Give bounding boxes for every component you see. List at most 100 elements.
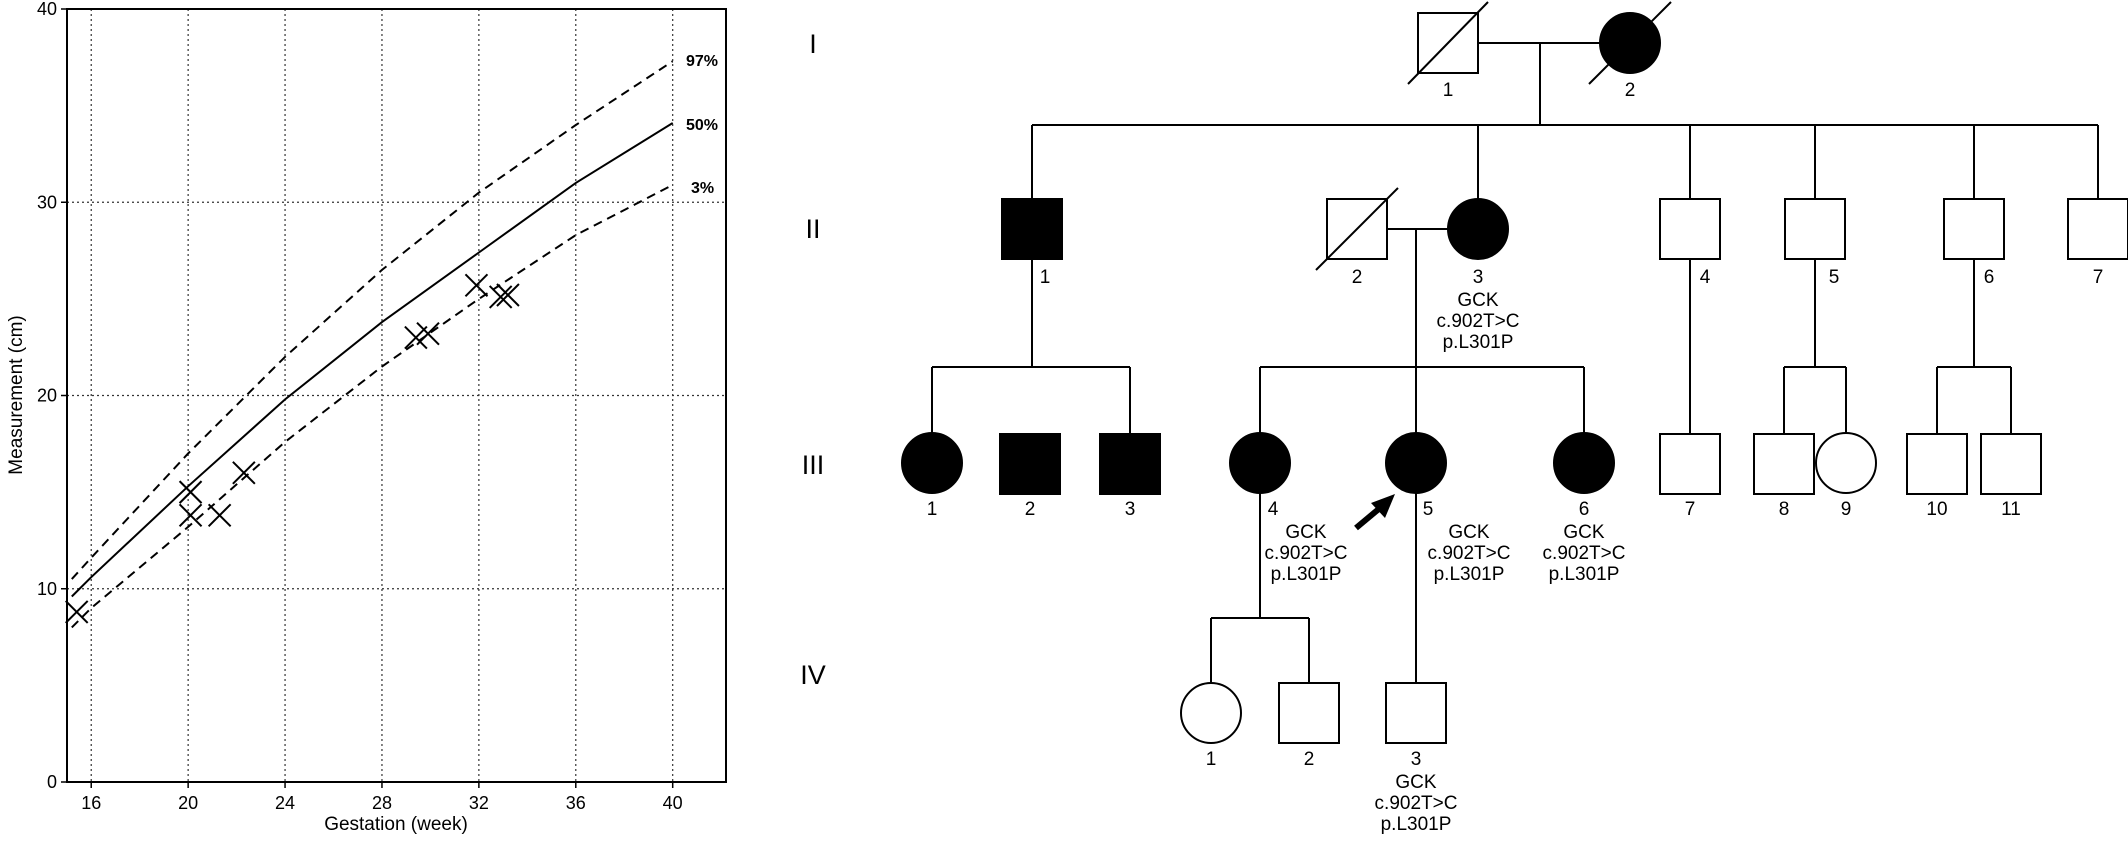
- percentile-curves: [71, 60, 674, 629]
- individual-II-2: [1315, 187, 1399, 271]
- genotype-annotation-III-5: GCK c.902T>C p.L301P: [1428, 522, 1511, 585]
- individual-III-8: [1753, 433, 1815, 495]
- measurement-marker-4: [207, 503, 232, 528]
- x-tick-label: 24: [275, 793, 295, 813]
- x-axis-label: Gestation (week): [324, 814, 468, 835]
- generation-label-III: III: [802, 450, 825, 480]
- svg-text:c.902T>C: c.902T>C: [1437, 311, 1520, 332]
- number-III-6: 6: [1579, 499, 1590, 520]
- y-axis-label: Measurement (cm): [6, 315, 27, 474]
- growth-chart: 16 20 24 28 32 36 40 0 10 20 30 40 97% 50% 3% Gest…: [6, 0, 727, 835]
- number-II-4: 4: [1700, 267, 1711, 288]
- x-tick-label: 40: [663, 793, 683, 813]
- y-tick-label: 10: [37, 579, 57, 599]
- individual-III-1: [901, 432, 963, 494]
- x-tick-label: 36: [566, 793, 586, 813]
- individual-II-7: [2067, 198, 2128, 260]
- individual-III-6: [1553, 432, 1615, 494]
- individual-III-11: [1980, 433, 2042, 495]
- measurement-marker-7: [416, 321, 440, 346]
- individual-III-10: [1906, 433, 1968, 495]
- genotype-annotation-III-6: GCK c.902T>C p.L301P: [1543, 522, 1626, 585]
- individual-III-9: [1815, 432, 1877, 494]
- number-III-10: 10: [1926, 499, 1947, 520]
- individual-IV-1: [1180, 682, 1242, 744]
- individual-III-3: [1099, 433, 1161, 495]
- number-III-4: 4: [1268, 499, 1279, 520]
- number-III-5: 5: [1423, 499, 1434, 520]
- number-II-5: 5: [1829, 267, 1840, 288]
- number-IV-1: 1: [1206, 749, 1217, 770]
- number-III-7: 7: [1685, 499, 1696, 520]
- genotype-annotation-II-3: GCK c.902T>C p.L301P: [1437, 290, 1520, 353]
- number-III-8: 8: [1779, 499, 1790, 520]
- x-tick-label: 16: [81, 793, 101, 813]
- measurement-markers: [64, 273, 520, 624]
- x-tick-label: 28: [372, 793, 392, 813]
- svg-text:p.L301P: p.L301P: [1271, 564, 1342, 585]
- percentile-curve-50: [71, 122, 674, 598]
- svg-text:p.L301P: p.L301P: [1434, 564, 1505, 585]
- number-III-2: 2: [1025, 499, 1036, 520]
- svg-text:GCK: GCK: [1285, 522, 1327, 543]
- svg-text:p.L301P: p.L301P: [1549, 564, 1620, 585]
- individual-II-3: [1447, 198, 1509, 260]
- measurement-marker-3: [178, 503, 203, 528]
- individual-II-1: [1001, 198, 1063, 260]
- number-III-9: 9: [1841, 499, 1852, 520]
- svg-text:GCK: GCK: [1457, 290, 1499, 311]
- number-III-11: 11: [2001, 499, 2021, 520]
- measurement-marker-5: [232, 461, 256, 485]
- individual-III-7: [1659, 433, 1721, 495]
- number-II-2: 2: [1352, 267, 1363, 288]
- pedigree-diagram: I II III IV: [800, 1, 2128, 835]
- genotype-annotation-IV-3: GCK c.902T>C p.L301P: [1375, 772, 1458, 835]
- y-tick-label: 30: [37, 192, 57, 212]
- percentile-curve-3: [71, 184, 674, 629]
- svg-text:c.902T>C: c.902T>C: [1265, 543, 1348, 564]
- percentile-curve-97: [71, 60, 674, 580]
- measurement-marker-10: [496, 283, 520, 307]
- individual-IV-2: [1278, 682, 1340, 744]
- number-II-6: 6: [1984, 267, 1995, 288]
- pedigree-lines: [931, 42, 2099, 683]
- curve-label-50: 50%: [686, 117, 718, 134]
- y-tick-label: 0: [47, 772, 57, 792]
- number-IV-2: 2: [1304, 749, 1315, 770]
- generation-label-IV: IV: [800, 660, 826, 690]
- genotype-annotation-III-4: GCK c.902T>C p.L301P: [1265, 522, 1348, 585]
- measurement-marker-9: [488, 285, 513, 309]
- number-II-7: 7: [2093, 267, 2104, 288]
- individual-III-5: [1385, 432, 1447, 494]
- measurement-marker-1: [64, 600, 89, 624]
- plot-frame: [66, 8, 727, 783]
- svg-text:c.902T>C: c.902T>C: [1375, 793, 1458, 814]
- generation-label-I: I: [809, 29, 817, 59]
- svg-text:c.902T>C: c.902T>C: [1428, 543, 1511, 564]
- number-III-3: 3: [1125, 499, 1136, 520]
- curve-label-3: 3%: [691, 180, 714, 197]
- proband-arrow-icon: [1354, 494, 1395, 531]
- individual-I-2: [1588, 1, 1672, 85]
- svg-text:GCK: GCK: [1563, 522, 1605, 543]
- chart-grid: [61, 8, 726, 788]
- individual-III-4: [1229, 432, 1291, 494]
- individual-II-4: [1659, 198, 1721, 260]
- number-I-2: 2: [1625, 80, 1636, 101]
- number-I-1: 1: [1443, 80, 1454, 101]
- individual-numbers: 1 2 1 2 3 4 5 6 7 1 2 3 4 5 6 7 8 9 10 1…: [927, 80, 2104, 770]
- individual-II-5: [1784, 198, 1846, 260]
- x-tick-label: 20: [178, 793, 198, 813]
- individual-I-1: [1407, 1, 1489, 85]
- number-II-1: 1: [1040, 267, 1051, 288]
- curve-label-97: 97%: [686, 53, 718, 70]
- svg-text:GCK: GCK: [1448, 522, 1490, 543]
- x-tick-label: 32: [469, 793, 489, 813]
- number-IV-3: 3: [1411, 749, 1422, 770]
- measurement-marker-2: [178, 480, 203, 504]
- individual-III-2: [999, 433, 1061, 495]
- svg-text:c.902T>C: c.902T>C: [1543, 543, 1626, 564]
- x-tick-labels: 16 20 24 28 32 36 40: [81, 793, 683, 813]
